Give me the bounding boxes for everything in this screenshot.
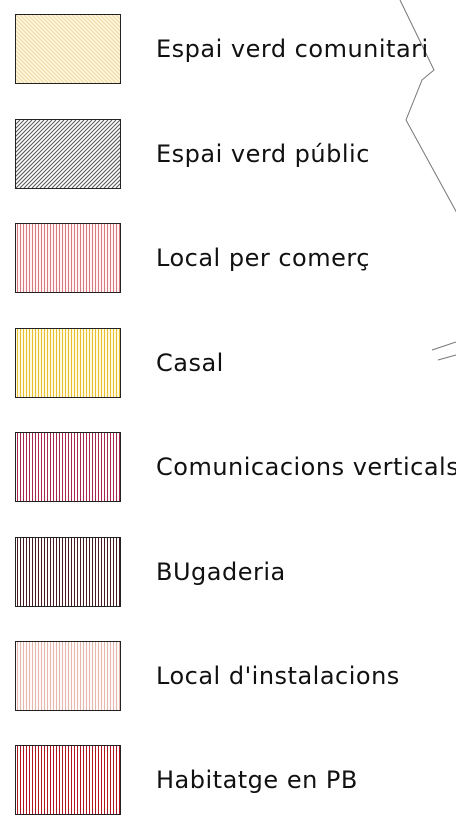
swatch-espai-verd-comunitari — [15, 14, 121, 84]
legend-label: Local d'instalacions — [156, 662, 400, 690]
swatch-bugaderia — [15, 537, 121, 607]
legend-item: Local d'instalacions — [15, 641, 456, 711]
legend-item: Casal — [15, 328, 456, 398]
legend-item: Espai verd públic — [15, 119, 456, 189]
legend-label: Local per comerç — [156, 244, 370, 272]
swatch-comunicacions-verticals — [15, 432, 121, 502]
legend-label: Casal — [156, 349, 224, 377]
swatch-habitatge-en-pb — [15, 745, 121, 815]
swatch-local-dinstalacions — [15, 641, 121, 711]
legend-label: Comunicacions verticals — [156, 453, 456, 481]
swatch-casal — [15, 328, 121, 398]
legend-label: Espai verd comunitari — [156, 35, 429, 63]
legend-item: Habitatge en PB — [15, 745, 456, 815]
legend-label: BUgaderia — [156, 558, 286, 586]
swatch-espai-verd-public — [15, 119, 121, 189]
legend-item: BUgaderia — [15, 537, 456, 607]
legend-item: Comunicacions verticals — [15, 432, 456, 502]
swatch-local-per-comerc — [15, 223, 121, 293]
legend-label: Habitatge en PB — [156, 766, 358, 794]
legend-label: Espai verd públic — [156, 140, 370, 168]
legend-item: Espai verd comunitari — [15, 14, 456, 84]
legend-item: Local per comerç — [15, 223, 456, 293]
